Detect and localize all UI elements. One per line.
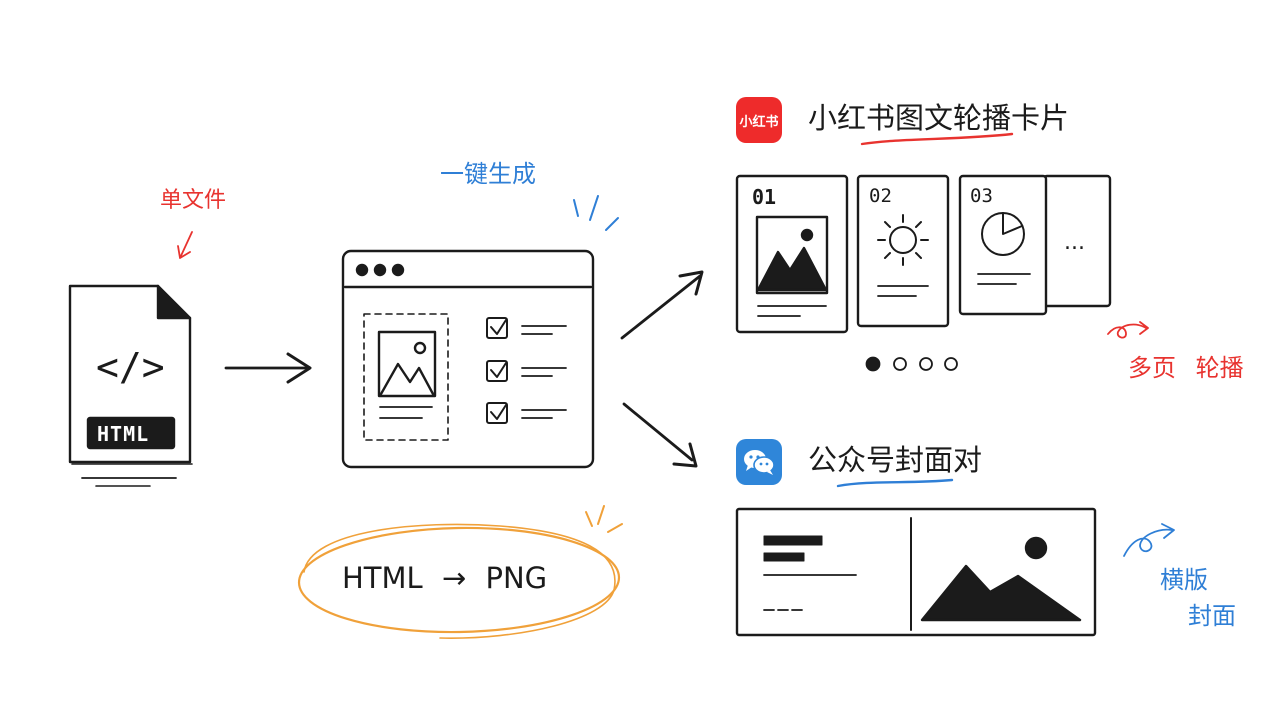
- wechat-bubbles-icon: [744, 450, 775, 475]
- arrow-to-wechat: [622, 402, 698, 468]
- xiaohongshu-title-underline: [860, 132, 1014, 146]
- single-file-arrow: [177, 231, 193, 259]
- card-number-1: 01: [752, 185, 777, 209]
- sparkle-lines: [573, 195, 619, 231]
- code-glyph: </>: [96, 345, 165, 389]
- multi-page-note: 多页: [1128, 354, 1176, 382]
- landscape-note: 横版: [1160, 566, 1208, 594]
- cover-note-arrow: [1123, 523, 1175, 557]
- wechat-cover: [735, 507, 1097, 637]
- card-sun-icon: [877, 214, 929, 266]
- arrow-to-browser: [224, 352, 312, 384]
- card-number-3: 03: [970, 185, 993, 207]
- window-dot: [355, 263, 369, 277]
- image-placeholder-icon: [377, 330, 437, 398]
- xiaohongshu-title: 小红书图文轮播卡片: [808, 101, 1070, 135]
- html-file-icon: [68, 284, 193, 487]
- window-dot: [391, 263, 405, 277]
- xiaohongshu-logo: 小红书: [736, 97, 782, 143]
- arrow-to-xiaohongshu: [620, 270, 704, 340]
- wechat-title-underline: [836, 478, 954, 488]
- one-click-note: 一键生成: [440, 160, 536, 188]
- pagination-dot: [893, 357, 907, 371]
- html-file-label: HTML: [97, 422, 150, 446]
- card-pie-chart-icon: [981, 212, 1025, 256]
- cover-mountain-image: [920, 536, 1082, 622]
- pagination-dot-active: [865, 356, 881, 372]
- carousel-pagination: [865, 356, 958, 372]
- checklist: [486, 317, 567, 424]
- carousel-note-arrow: [1107, 321, 1149, 339]
- conversion-label: HTML → PNG: [342, 564, 547, 593]
- carousel-note-text: 轮播: [1195, 354, 1244, 382]
- browser-window: [341, 249, 595, 469]
- card-mountain-image: [755, 215, 829, 295]
- pagination-dot: [944, 357, 958, 371]
- window-dot: [373, 263, 387, 277]
- conversion-from: HTML: [342, 561, 423, 595]
- xiaohongshu-logo-text: 小红书: [739, 114, 779, 130]
- carousel-cards: [735, 174, 1112, 334]
- conversion-to: PNG: [485, 561, 548, 595]
- pagination-dot: [919, 357, 933, 371]
- carousel-note: 多页 轮播: [1128, 356, 1244, 380]
- wechat-logo: [736, 439, 782, 485]
- single-file-note: 单文件: [160, 188, 227, 213]
- conversion-ellipse: [297, 505, 623, 639]
- conversion-arrow-icon: →: [441, 561, 467, 595]
- card-more-ellipsis: ...: [1064, 230, 1085, 255]
- card-number-2: 02: [869, 185, 892, 207]
- cover-note: 封面: [1188, 602, 1236, 630]
- wechat-title: 公众号封面对: [808, 443, 983, 477]
